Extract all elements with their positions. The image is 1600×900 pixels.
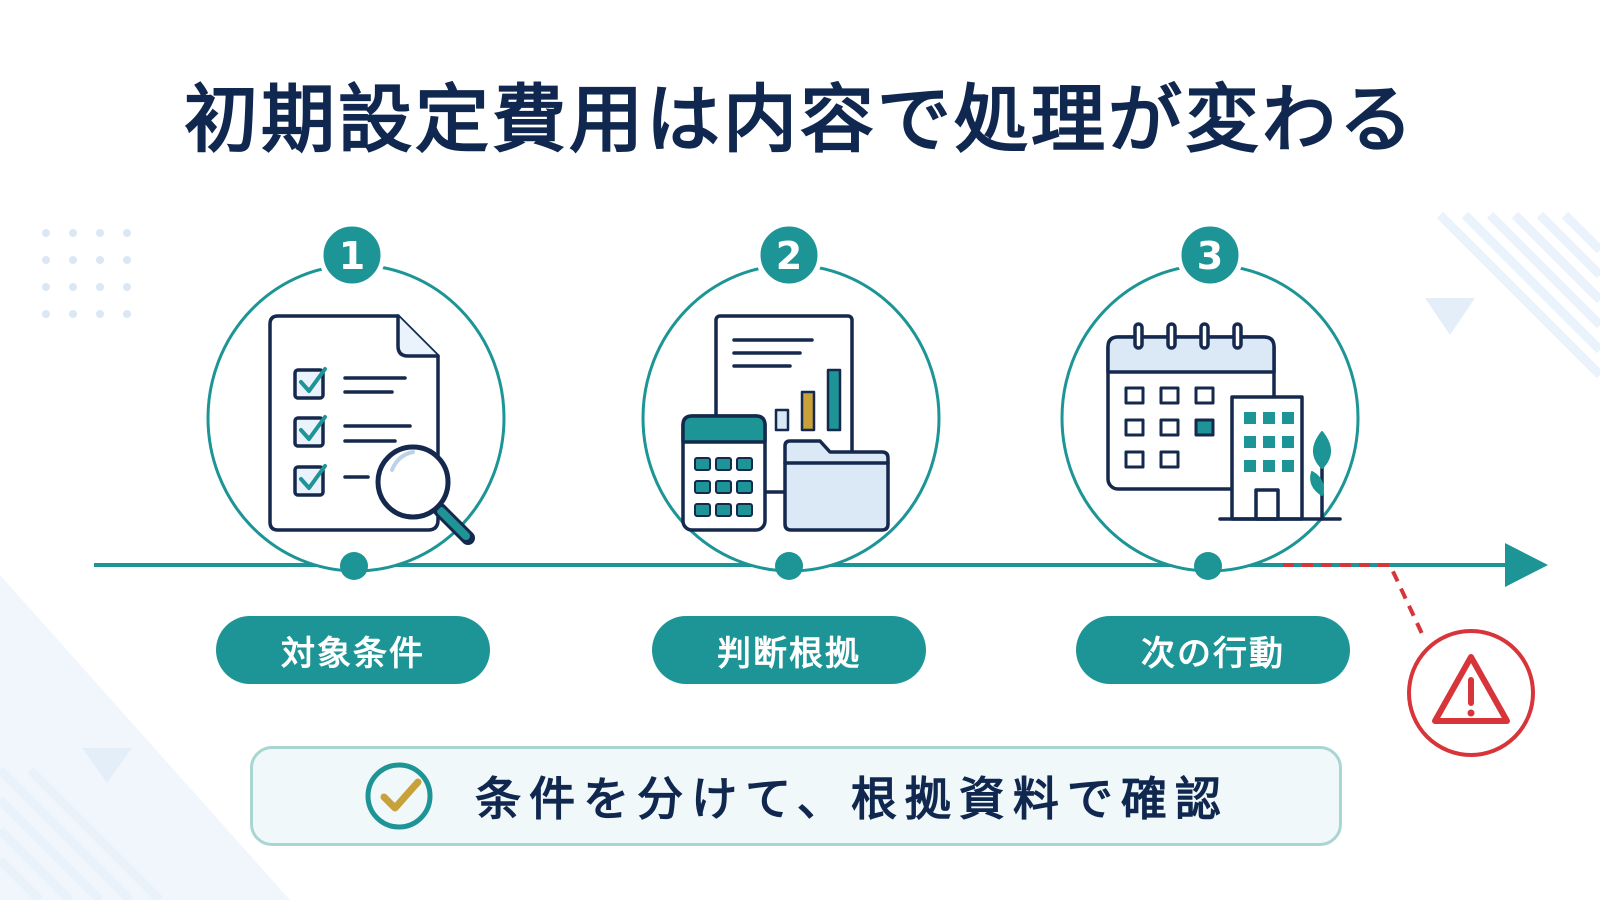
step-label-3: 次の行動 (1076, 616, 1350, 684)
warning-branch-line (1283, 563, 1426, 639)
step-number-3: 3 (1197, 234, 1223, 278)
step-number-1: 1 (339, 234, 365, 278)
step-number-2: 2 (776, 234, 802, 278)
step-label-1-text: 対象条件 (281, 633, 425, 674)
summary-text: 条件を分けて、根拠資料で確認 (475, 772, 1229, 826)
step-label-1: 対象条件 (216, 616, 490, 684)
warning-icon (1407, 629, 1535, 757)
corner-stripes-decoration (1436, 211, 1600, 379)
summary-box: 条件を分けて、根拠資料で確認 (250, 746, 1342, 846)
triangle-decoration (82, 748, 132, 783)
step-label-3-text: 次の行動 (1141, 633, 1285, 674)
page-title: 初期設定費用は内容で処理が変わる (184, 77, 1416, 163)
calculator-chart-folder-icon (681, 314, 890, 532)
corner-stripes-decoration (0, 766, 164, 900)
timeline-arrowhead (1505, 543, 1548, 587)
check-circle-icon (365, 762, 433, 830)
triangle-decoration (1425, 298, 1475, 335)
calendar-building-icon (1106, 322, 1342, 521)
checklist-magnifier-icon (268, 314, 475, 545)
step-label-2-text: 判断根拠 (717, 633, 861, 674)
step-label-2: 判断根拠 (652, 616, 926, 684)
dot-grid-decoration (42, 229, 131, 318)
